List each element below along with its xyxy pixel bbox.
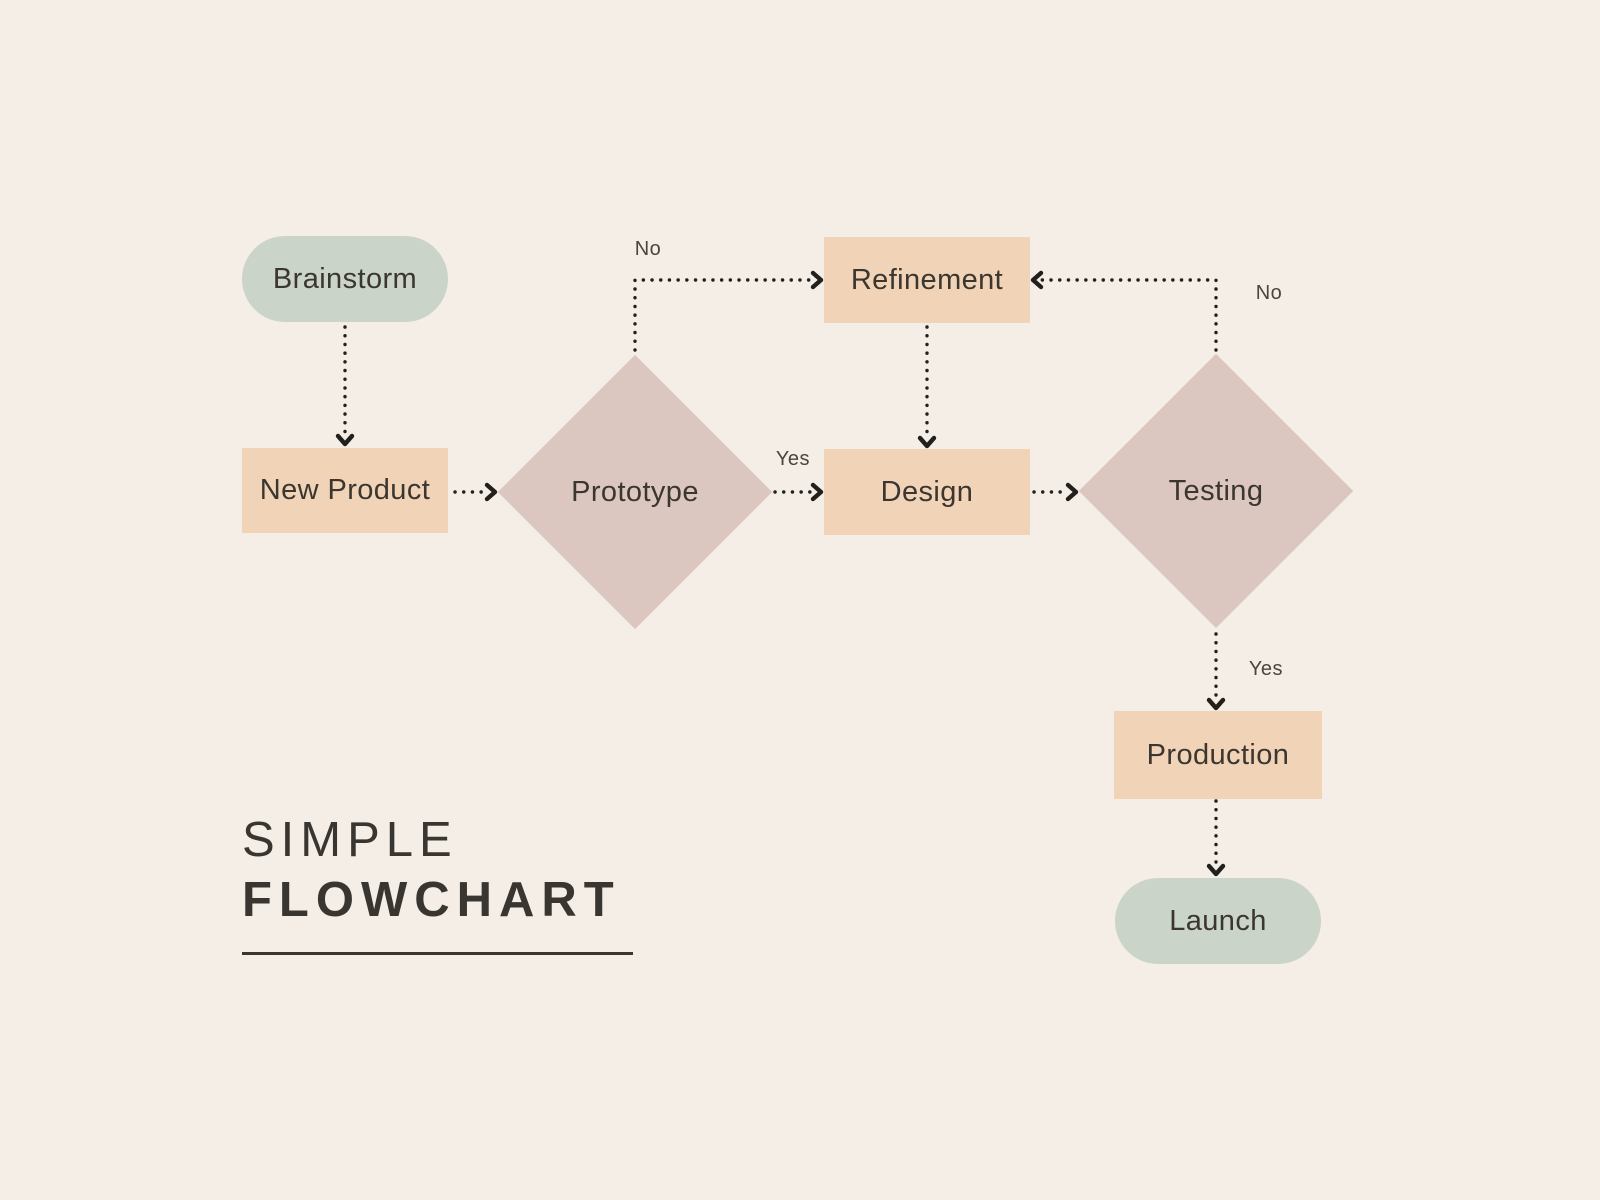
arrowhead-right-refinement bbox=[810, 270, 824, 290]
edge-label-prototype-no: No bbox=[634, 238, 662, 260]
node-new-product: New Product bbox=[242, 448, 448, 533]
title-underline bbox=[242, 952, 633, 955]
arrowhead-right-testing bbox=[1065, 482, 1079, 502]
title-block: SIMPLE FLOWCHART bbox=[242, 812, 633, 955]
arrowhead-right-design bbox=[810, 482, 824, 502]
node-brainstorm: Brainstorm bbox=[242, 236, 448, 322]
node-testing: Testing bbox=[1078, 353, 1354, 629]
node-design-label: Design bbox=[880, 475, 974, 508]
arrowhead-down-production bbox=[1206, 697, 1226, 711]
node-brainstorm-label: Brainstorm bbox=[272, 262, 418, 295]
connector-prototype-refinement bbox=[633, 278, 813, 352]
arrowhead-right-prototype bbox=[484, 482, 498, 502]
node-launch-label: Launch bbox=[1169, 904, 1267, 937]
node-new-product-label: New Product bbox=[259, 474, 431, 506]
node-prototype: Prototype bbox=[497, 354, 773, 630]
edge-label-testing-yes: Yes bbox=[1248, 658, 1284, 680]
arrowhead-left-refinement bbox=[1030, 270, 1044, 290]
arrowhead-down-newproduct bbox=[335, 433, 355, 447]
node-production-label: Production bbox=[1146, 738, 1290, 771]
node-design: Design bbox=[824, 449, 1030, 535]
node-testing-label: Testing bbox=[1168, 474, 1264, 507]
node-launch: Launch bbox=[1115, 878, 1321, 964]
connector-testing-refinement bbox=[1040, 278, 1218, 352]
edge-label-prototype-yes: Yes bbox=[775, 448, 811, 470]
arrowhead-down-launch bbox=[1206, 863, 1226, 877]
edge-label-testing-no: No bbox=[1255, 282, 1283, 304]
node-production: Production bbox=[1114, 711, 1322, 799]
node-prototype-label: Prototype bbox=[571, 475, 699, 508]
title-line-1: SIMPLE bbox=[242, 813, 458, 867]
title-line-2: FLOWCHART bbox=[242, 873, 621, 927]
node-refinement-label: Refinement bbox=[850, 263, 1004, 296]
node-refinement: Refinement bbox=[824, 237, 1030, 323]
arrowhead-down-design bbox=[917, 435, 937, 449]
